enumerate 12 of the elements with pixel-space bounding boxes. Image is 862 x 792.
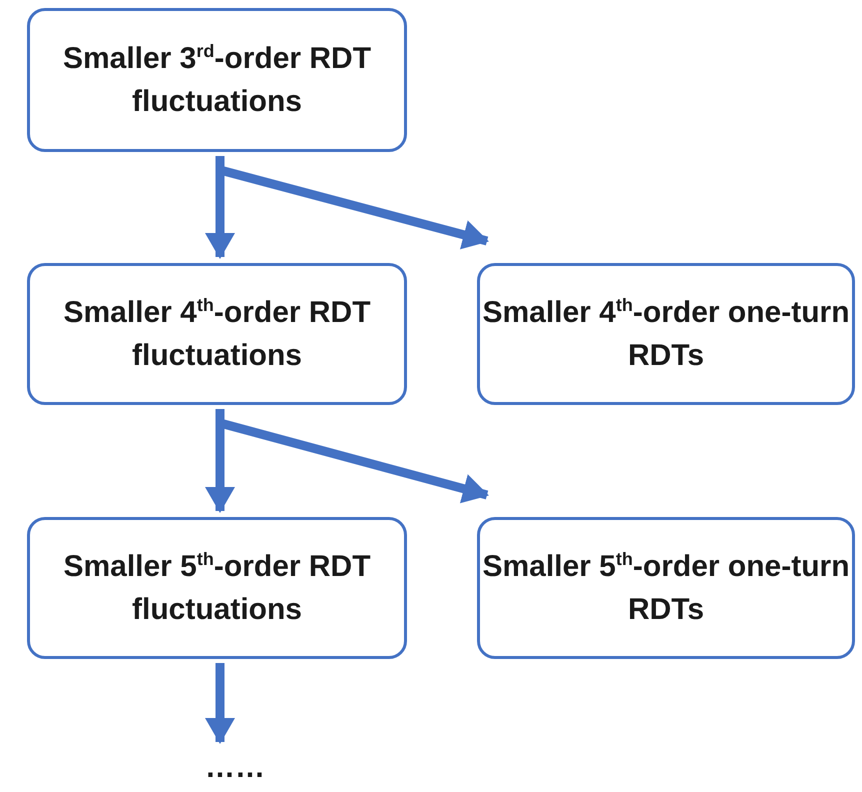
box-label: Smaller 3$^{rd}$-order RDT fluctuations: [62, 40, 372, 120]
process-box: [27, 517, 407, 659]
process-box: [477, 517, 855, 659]
box-label: Smaller 4$^{th}$-order one-turn RDTs: [481, 294, 851, 374]
box-label: Smaller 4$^{th}$-order RDT fluctuations: [62, 294, 372, 374]
process-box: [27, 263, 407, 405]
process-box: [477, 263, 855, 405]
process-box: [27, 8, 407, 152]
ellipsis-text: ……: [205, 750, 265, 786]
box-label: Smaller 5$^{th}$-order one-turn RDTs: [481, 548, 851, 628]
box-label: Smaller 5$^{th}$-order RDT fluctuations: [62, 548, 372, 628]
arrow: [205, 663, 235, 744]
